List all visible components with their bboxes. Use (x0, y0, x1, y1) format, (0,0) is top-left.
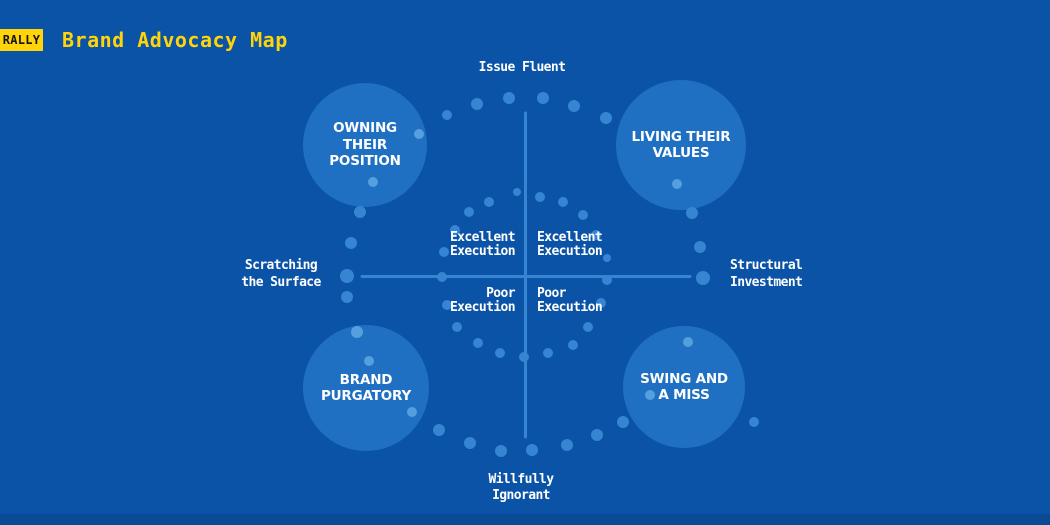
decor-dot (535, 192, 545, 202)
decor-dot (442, 110, 452, 120)
decor-dot (439, 247, 449, 257)
decor-dot (345, 237, 357, 249)
execution-label-lower-left: Poor Execution (449, 286, 516, 315)
axis-label-structural-investment: Structural Investment (730, 258, 803, 290)
decor-dot (354, 206, 366, 218)
quadrant-label: SWING AND A MISS (640, 370, 728, 404)
decor-dot (473, 338, 483, 348)
decor-dot (526, 444, 538, 456)
decor-dot (437, 272, 447, 282)
decor-dot (513, 188, 521, 196)
quadrant-circle-living-their-values: LIVING THEIR VALUES (616, 80, 746, 210)
quadrant-label: OWNING THEIR POSITION (329, 120, 401, 170)
decor-dot (600, 112, 612, 124)
decor-dot (694, 241, 706, 253)
decor-dot (602, 275, 612, 285)
decor-dot (561, 439, 573, 451)
axis-label-willfully-ignorant: Willfully Ignorant (488, 472, 554, 503)
execution-label-upper-left: Excellent Execution (449, 230, 516, 259)
decor-dot (591, 429, 603, 441)
decor-dot (617, 416, 629, 428)
execution-label-lower-right: Poor Execution (537, 286, 603, 315)
decor-dot (558, 197, 568, 207)
quadrant-circle-swing-and-a-miss: SWING AND A MISS (623, 326, 745, 448)
header: RALLY Brand Advocacy Map (0, 0, 1050, 60)
bottom-band (0, 514, 1050, 525)
decor-dot (749, 417, 759, 427)
decor-dot (495, 445, 507, 457)
decor-dot (471, 98, 483, 110)
decor-dot (495, 348, 505, 358)
decor-dot (433, 424, 445, 436)
decor-dot (503, 92, 515, 104)
decor-dot (603, 254, 611, 262)
quadrant-label: LIVING THEIR VALUES (631, 128, 731, 162)
quadrant-circle-brand-purgatory: BRAND PURGATORY (303, 325, 429, 451)
decor-dot (464, 207, 474, 217)
decor-dot (568, 340, 578, 350)
page-title: Brand Advocacy Map (62, 28, 288, 52)
decor-dot (543, 348, 553, 358)
quadrant-label: BRAND PURGATORY (320, 371, 412, 405)
decor-dot (464, 437, 476, 449)
rally-logo-badge: RALLY (0, 29, 43, 51)
decor-dot (519, 352, 529, 362)
decor-dot (578, 210, 588, 220)
axis-label-scratching-the-surface: Scratching the Surface (241, 258, 321, 290)
decor-dot (452, 322, 462, 332)
decor-dot (568, 100, 580, 112)
decor-dot (341, 291, 353, 303)
decor-dot (696, 271, 710, 285)
execution-label-upper-right: Excellent Execution (537, 230, 603, 259)
decor-dot (484, 197, 494, 207)
quadrant-circle-owning-their-position: OWNING THEIR POSITION (303, 83, 427, 207)
decor-dot (537, 92, 549, 104)
decor-dot (583, 322, 593, 332)
axis-label-issue-fluent: Issue Fluent (478, 60, 566, 75)
